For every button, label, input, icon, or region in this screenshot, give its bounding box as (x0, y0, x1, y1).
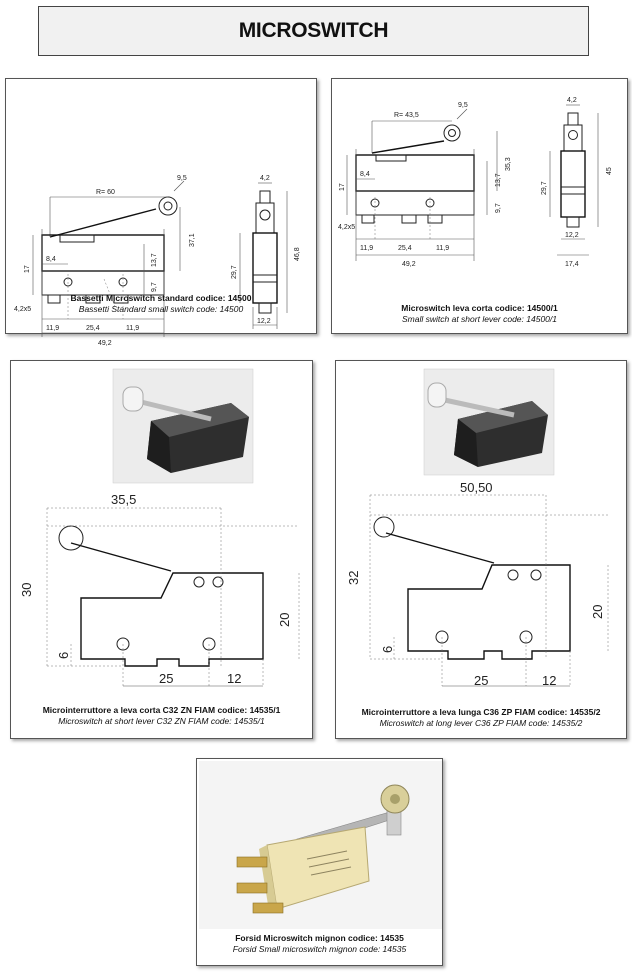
drawing-standard: R= 60 9,5 37,1 17 8,4 13,7 9,7 4,2x5 11,… (14, 175, 301, 347)
photo-forsid (199, 761, 442, 929)
dim-radius: R= 43,5 (394, 112, 419, 119)
dim-top: 35,5 (111, 492, 136, 507)
dim-17-4: 17,4 (565, 261, 579, 268)
page-title-box: MICROSWITCH (38, 6, 589, 56)
dim-17: 17 (339, 183, 346, 191)
dim-radius: R= 60 (96, 189, 115, 196)
dim-8-4: 8,4 (360, 171, 370, 178)
dim-12-2: 12,2 (565, 232, 579, 239)
dim-4-2: 4,2 (567, 97, 577, 104)
caption-standard: Bassetti Microswitch standard codice: 14… (6, 293, 316, 315)
dim-bottom-12: 12 (542, 673, 556, 688)
dim-right: 20 (590, 605, 605, 619)
dim-8-4: 8,4 (46, 256, 56, 263)
dim-top: 50,50 (460, 480, 493, 495)
page-title: MICROSWITCH (238, 19, 389, 42)
caption-standard-it: Bassetti Microswitch standard codice: 14… (70, 293, 252, 303)
dim-9-7: 9,7 (495, 203, 502, 213)
caption-short-lever-it: Microswitch leva corta codice: 14500/1 (401, 303, 558, 313)
dim-12-2: 12,2 (257, 318, 271, 325)
dim-17: 17 (24, 265, 31, 273)
dim-4-2x5: 4,2x5 (14, 306, 31, 313)
drawing-c32: 35,5 30 20 6 25 12 (19, 368, 300, 687)
panel-microswitch-short-lever: R= 43,5 9,5 35,3 17 8,4 13,7 9,7 4,2x5 1… (331, 78, 628, 334)
caption-c32: Microinterruttore a leva corta C32 ZN FI… (11, 705, 312, 727)
dim-small: 6 (56, 652, 71, 659)
dim-bottom-12: 12 (227, 671, 241, 686)
dim-9-5: 9,5 (458, 102, 468, 109)
caption-c36-en: Microswitch at long lever C36 ZP FIAM co… (379, 718, 583, 728)
caption-c36-it: Microinterruttore a leva lunga C36 ZP FI… (361, 707, 601, 717)
dim-bottom-25: 25 (159, 671, 173, 686)
dim-4-2: 4,2 (260, 175, 270, 182)
caption-c32-en: Microswitch at short lever C32 ZN FIAM c… (58, 716, 265, 726)
caption-c36: Microinterruttore a leva lunga C36 ZP FI… (336, 707, 626, 729)
dim-25-4: 25,4 (398, 245, 412, 252)
dim-25-4: 25,4 (86, 325, 100, 332)
panel-c32-short-lever: 35,5 30 20 6 25 12 Microinterruttore a l… (10, 360, 313, 739)
dim-29-7: 29,7 (541, 181, 548, 195)
panel-c36-long-lever: 50,50 32 20 6 25 12 Microinterruttore a … (335, 360, 627, 739)
dim-9-5: 9,5 (177, 175, 187, 182)
dim-13-7: 13,7 (495, 173, 502, 187)
dim-45: 45 (606, 167, 613, 175)
drawing-short-lever: R= 43,5 9,5 35,3 17 8,4 13,7 9,7 4,2x5 1… (338, 97, 613, 268)
dim-29-7: 29,7 (231, 265, 238, 279)
dim-small: 6 (380, 646, 395, 653)
drawing-c36: 50,50 32 20 6 25 12 (346, 368, 609, 688)
caption-forsid-en: Forsid Small microswitch mignon code: 14… (232, 944, 407, 954)
dim-11-9-left: 11,9 (46, 325, 59, 332)
dim-13-7: 13,7 (151, 253, 158, 267)
dim-49-2: 49,2 (402, 261, 416, 268)
caption-short-lever-en: Small switch at short lever code: 14500/… (402, 314, 557, 324)
dim-left: 30 (19, 583, 34, 597)
dim-right: 20 (277, 613, 292, 627)
dim-9-7: 9,7 (151, 282, 158, 292)
dim-49-2: 49,2 (98, 340, 112, 347)
panel-microswitch-standard: R= 60 9,5 37,1 17 8,4 13,7 9,7 4,2x5 11,… (5, 78, 317, 347)
dim-35-3: 35,3 (505, 157, 512, 171)
panel-forsid-mignon: Forsid Microswitch mignon codice: 14535 … (196, 758, 443, 966)
dim-11-9-right: 11,9 (436, 245, 449, 252)
caption-short-lever: Microswitch leva corta codice: 14500/1 S… (332, 303, 627, 325)
dim-46-8: 46,8 (294, 247, 301, 261)
caption-forsid-it: Forsid Microswitch mignon codice: 14535 (235, 933, 404, 943)
dim-4-2x5: 4,2x5 (338, 224, 355, 231)
caption-c32-it: Microinterruttore a leva corta C32 ZN FI… (42, 705, 281, 715)
dim-11-9-left: 11,9 (360, 245, 373, 252)
dim-bottom-25: 25 (474, 673, 488, 688)
caption-standard-en: Bassetti Standard small switch code: 145… (78, 304, 244, 314)
dim-left: 32 (346, 571, 361, 585)
caption-forsid: Forsid Microswitch mignon codice: 14535 … (197, 933, 442, 955)
dim-11-9-right: 11,9 (126, 325, 139, 332)
dim-37-1: 37,1 (189, 233, 196, 247)
